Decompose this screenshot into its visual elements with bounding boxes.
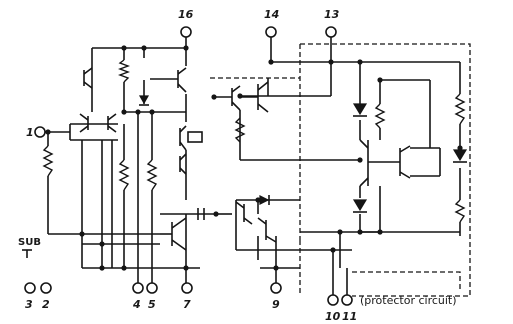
resistor-r2-icon [118, 59, 130, 83]
transistor-q2-icon [107, 113, 117, 133]
pin-label-4: 4 [132, 298, 141, 311]
pin-2-terminal [40, 282, 52, 294]
pin-label-7: 7 [183, 298, 191, 311]
pin-label-9: 9 [272, 298, 280, 311]
resistor-r4-icon [146, 159, 158, 191]
transistor-q3-icon [83, 62, 93, 94]
transistor-q11-icon [240, 81, 269, 113]
pin-16-terminal [180, 26, 192, 38]
pin-label-10: 10 [325, 310, 341, 323]
resistor-r3-icon [118, 159, 130, 191]
pin-3-terminal [24, 282, 36, 294]
diodes [138, 95, 468, 213]
pin-4-terminal [132, 282, 144, 294]
pin-label-13: 13 [324, 8, 340, 21]
diode-d1-icon [352, 103, 368, 117]
pin-label-11: 11 [342, 310, 357, 323]
pin-1-terminal [34, 126, 46, 138]
resistor-r5-icon [234, 117, 246, 143]
diode-d4-icon [138, 95, 150, 106]
junction-dots [45, 45, 463, 271]
pin-label-1: 1 [26, 126, 34, 139]
resistors [42, 59, 466, 223]
transistors [79, 62, 411, 251]
transistor-q9-icon [257, 217, 277, 243]
diode-d2-icon [352, 199, 368, 213]
pin-9-terminal [270, 282, 282, 294]
pin-label-3: 3 [25, 298, 33, 311]
pin-7-terminal [181, 282, 193, 294]
resistor-r8-icon [454, 199, 466, 223]
pin-terminals [24, 26, 353, 306]
pin-14-terminal [265, 26, 277, 38]
pin-label-14: 14 [264, 8, 279, 21]
wiring [45, 37, 461, 295]
capacitor-icon [197, 208, 205, 220]
resistor-r7-icon [454, 93, 466, 125]
transistor-q7-icon [160, 217, 187, 251]
pin-10-terminal [327, 294, 339, 306]
transistor-q10-icon [214, 85, 241, 111]
transistor-q6-icon [179, 153, 187, 175]
transistor-q4-icon [150, 67, 187, 93]
diode-d3-icon [452, 149, 468, 163]
resistor-r1-icon [42, 145, 54, 177]
transistor-q5-icon [179, 125, 203, 151]
pin-label-16: 16 [178, 8, 194, 21]
transistor-q8-icon [235, 201, 253, 225]
protector-circuit-boundary [299, 43, 471, 297]
substrate-ground-icon [22, 249, 32, 258]
protector-circuit-note: (protector circuit) [360, 294, 457, 307]
resistor-r6-icon [374, 103, 386, 129]
transistor-q13-icon [399, 145, 411, 179]
diode-d5-icon [259, 195, 270, 205]
substrate-label: SUB [18, 237, 41, 248]
pin-5-terminal [146, 282, 158, 294]
pin-labels: 1 16 14 13 3 2 4 5 7 9 10 11 [25, 8, 357, 323]
transistor-q12-icon [359, 139, 400, 187]
pin-13-terminal [325, 26, 337, 38]
transistor-q1-icon [79, 113, 89, 133]
pin-11-terminal [341, 294, 353, 306]
pin-label-5: 5 [148, 298, 156, 311]
pin-label-2: 2 [42, 298, 50, 311]
